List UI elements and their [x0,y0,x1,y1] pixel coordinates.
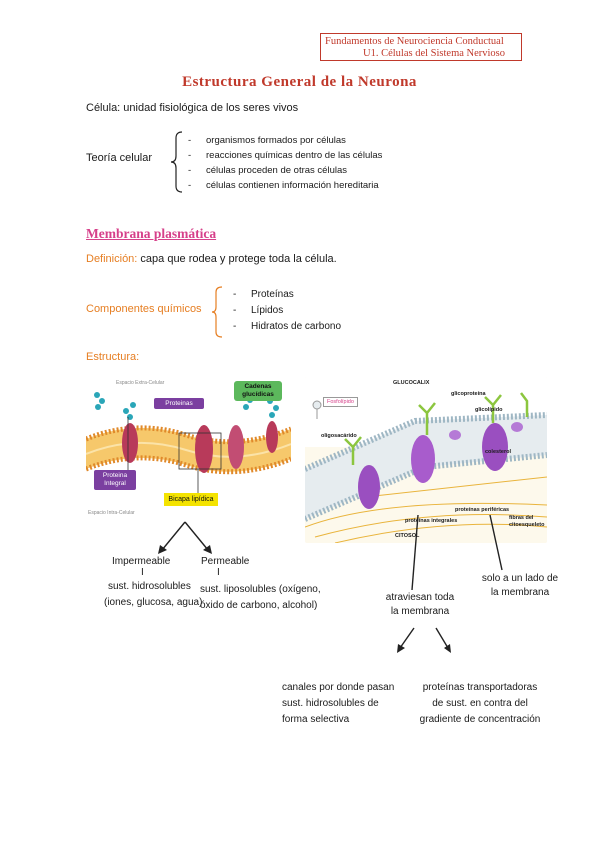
list-item: -células contienen información hereditar… [188,180,379,191]
componentes-brace-icon [211,286,223,338]
course-header: Fundamentos de Neurociencia Conductual U… [320,33,522,61]
citosol-label: CITOSOL [395,533,420,539]
definicion: Definición: capa que rodea y protege tod… [86,253,337,265]
list-item: -Lípidos [233,305,284,316]
celula-definition: Célula: unidad fisiológica de los seres … [86,102,299,114]
fosfolipido-label: Fosfolípido [323,397,358,407]
proteinas-tag: Proteinas [154,398,204,409]
course-title: Fundamentos de Neurociencia Conductual [325,36,504,47]
estructura-label: Estructura: [86,351,140,363]
fibras-label: fibras del citoesqueleto [509,515,545,528]
impermeable-text2: (iones, glucosa, agua) [104,597,203,608]
list-item: -Proteínas [233,289,294,300]
bicapa-arrows-icon [158,521,212,554]
teoria-list: -organismos formados por células -reacci… [188,135,382,195]
integrales-label: proteínas integrales [405,518,458,524]
componentes-label: Componentes químicos [86,303,202,315]
section-title-membrana: Membrana plasmática [86,226,217,241]
teoria-label: Teoría celular [86,152,153,164]
extra-space-label: Espacio Extra-Celular [116,380,165,386]
impermeable-bar: I [141,567,144,578]
impermeable-text1: sust. hidrosolubles [108,581,191,592]
permeable-text1: sust. liposolubles (oxígeno, [200,584,321,595]
intra-space-label: Espacio Intra-Celular [88,510,135,516]
canales-text: canales por donde pasan sust. hidrosolub… [282,682,395,725]
list-item: -Hidratos de carbono [233,321,342,332]
definicion-text: capa que rodea y protege toda la célula. [137,253,337,265]
membrane-figure-right: GLUCOCALIX Fosfolípido glicoproteína gli… [305,377,547,543]
componentes-list: -Proteínas -Lípidos -Hidratos de carbono [233,289,341,337]
atraviesan-arrows-icon [397,627,451,653]
glucocalix-label: GLUCOCALIX [393,380,430,386]
definicion-label: Definición: [86,253,138,265]
unit-title: U1. Células del Sistema Nervioso [363,48,506,59]
cadenas-tag: Cadenas glucídicas [234,381,282,401]
integral-tag: Proteina Integral [94,470,136,490]
permeable-label: Permeable [201,556,250,567]
atraviesan-text: atraviesan toda la membrana [385,592,455,617]
figure2-pointer-lines [411,515,503,591]
transportadoras-text: proteínas transportadoras de sust. en co… [419,682,541,725]
list-item: -organismos formados por células [188,135,346,146]
bicapa-tag: Bicapa lipídica [164,493,218,506]
list-item: -células proceden de otras células [188,165,348,176]
list-item: -reacciones químicas dentro de las célul… [188,150,383,161]
permeable-bar: I [217,567,220,578]
perifericas-label: proteínas periféricas [455,507,510,513]
permeable-text2: óxido de carbono, alcohol) [200,600,318,611]
glicoproteina-label: glicoproteína [451,391,486,397]
membrane-figure-left: Espacio Extra-Celular Espacio Intra-Celu… [86,377,291,520]
teoria-brace-icon [170,131,183,193]
solo-text: solo a un lado de la membrana [481,573,559,598]
impermeable-label: Impermeable [112,556,171,567]
glicolipido-label: glicolípido [475,407,503,413]
oligosacarido-label: oligosacárido [321,433,357,439]
page-title: Estructura General de la Neurona [182,74,417,90]
colesterol-label: colesterol [485,449,511,455]
